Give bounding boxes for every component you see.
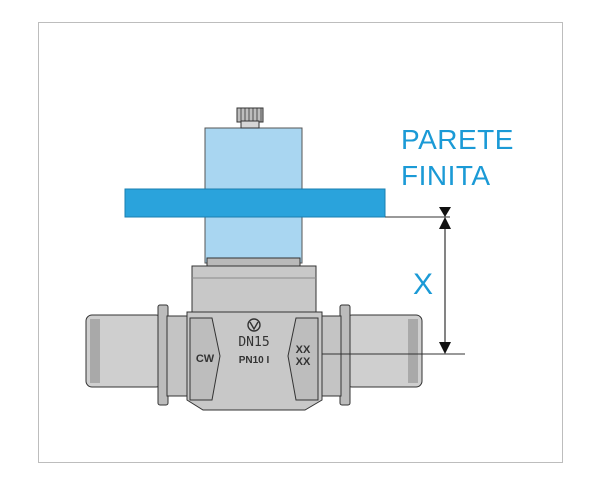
diagram-frame: [38, 22, 563, 463]
bonnet-ring: [206, 257, 301, 267]
logo-v-icon: [247, 318, 261, 332]
pipe-left-shade: [90, 319, 100, 383]
valve-size-marking: DN15: [238, 335, 269, 350]
hex-left: [189, 317, 221, 401]
valve-left-tag: CW: [196, 353, 215, 365]
valve-right-tag-bottom: XX: [296, 356, 311, 368]
dimension-arrow-top-stop: [439, 207, 451, 217]
wall-label-line2: FINITA: [401, 160, 491, 191]
valve-body: [186, 311, 323, 411]
valve-pressure-marking: PN10 I: [239, 355, 270, 366]
valve-right-tag-top: XX: [296, 344, 311, 356]
stem-knurl: [240, 108, 262, 122]
fitting-left: [166, 315, 188, 397]
dimension-arrow-down-icon: [439, 342, 451, 354]
dimension-label: X: [413, 268, 434, 301]
bonnet: [191, 265, 317, 314]
wall-label-line1: PARETE: [401, 124, 514, 155]
hex-right: [287, 317, 319, 401]
dimension-arrow-up-icon: [439, 217, 451, 229]
pipe-right-shade: [408, 319, 418, 383]
finished-wall: [124, 188, 386, 218]
stem-collar: [240, 120, 260, 129]
fitting-right: [320, 315, 342, 397]
